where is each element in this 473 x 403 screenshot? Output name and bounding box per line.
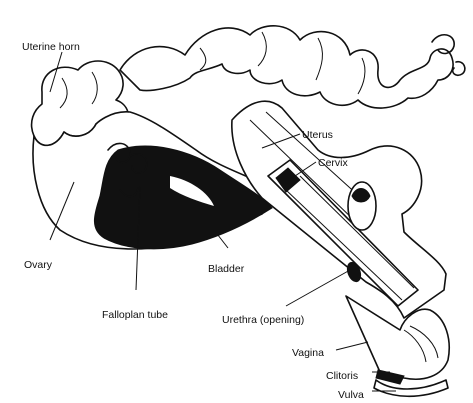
vulva-shape: [374, 380, 448, 396]
label-urethra: Urethra (opening): [222, 314, 304, 326]
label-ovary: Ovary: [24, 259, 53, 271]
leader-urethra: [286, 270, 350, 306]
label-fallopian-tube: Falloplan tube: [102, 309, 168, 321]
label-uterine-horn: Uterine horn: [22, 41, 80, 53]
uterine-horn-right: [120, 26, 453, 108]
label-vagina: Vagina: [292, 347, 324, 359]
label-cervix: Cervix: [318, 157, 349, 169]
label-uterus: Uterus: [302, 129, 333, 141]
leader-vagina: [336, 342, 368, 350]
label-clitoris: Clitoris: [326, 370, 358, 382]
label-vulva: Vulva: [338, 389, 364, 401]
label-bladder: Bladder: [208, 263, 245, 275]
